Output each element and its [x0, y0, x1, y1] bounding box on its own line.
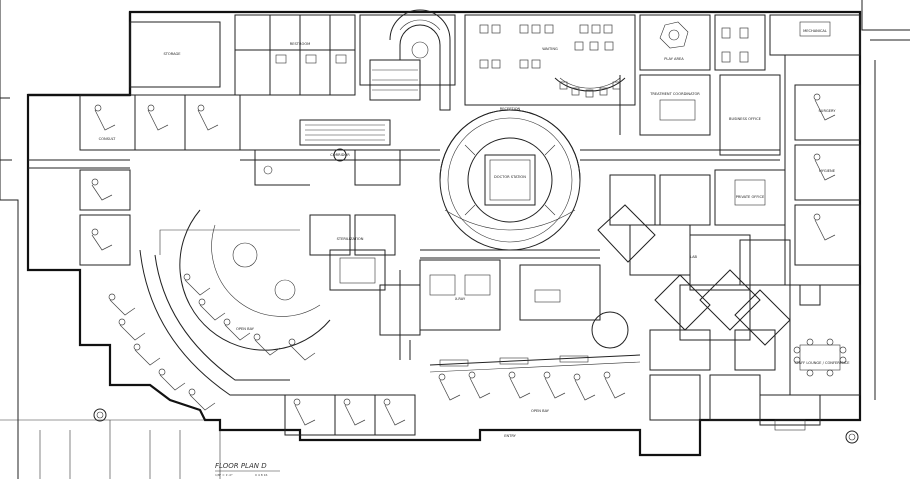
reception-desk-upper [389, 9, 451, 111]
label-staff-lounge: STAFF LOUNGE / CONFERENCE [794, 361, 850, 365]
interior-partitions [240, 55, 786, 285]
drawing-scale-bar: 0 4 8 16 [255, 473, 267, 477]
label-doctor-station: DOCTOR STATION [494, 175, 526, 179]
fixtures [93, 148, 859, 444]
label-mechanical: MECHANICAL [803, 29, 827, 33]
consult-rooms-left [28, 94, 241, 266]
center-service-rooms [309, 214, 629, 360]
open-bay-left [108, 209, 331, 411]
title-block: FLOOR PLAN D 1/8" = 1'-0" 0 4 8 16 [215, 462, 280, 477]
label-hygiene: HYGIENE [819, 169, 836, 173]
upper-left-rooms [129, 14, 456, 101]
label-restroom: RESTROOM [290, 42, 311, 46]
label-open-bay-left: OPEN BAY [236, 327, 255, 331]
label-sterilization: STERILIZATION [337, 237, 364, 241]
play-area [639, 14, 861, 71]
label-entry: ENTRY [504, 434, 516, 438]
label-reception: RECEPTION [500, 107, 521, 111]
angled-offices [597, 204, 791, 346]
label-private-office: PRIVATE OFFICE [736, 195, 765, 199]
label-open-bay: OPEN BAY [531, 409, 550, 413]
label-play-area: PLAY AREA [664, 57, 684, 61]
label-consult: CONSULT [99, 137, 116, 141]
label-storage: STORAGE [163, 52, 181, 56]
bottom-rooms [284, 394, 416, 436]
open-bay-lower [429, 354, 641, 401]
label-tc-room: TREATMENT COORDINATOR [649, 92, 700, 96]
label-waiting: WAITING [542, 47, 558, 51]
central-doctor-station [439, 109, 581, 251]
drawing-title: FLOOR PLAN D [215, 462, 267, 470]
drawing-scale: 1/8" = 1'-0" [215, 473, 233, 477]
right-rooms [609, 74, 861, 431]
label-corridor: CORRIDOR [330, 153, 350, 157]
label-business-office: BUSINESS OFFICE [729, 117, 762, 121]
label-surgery: SURGERY [819, 109, 837, 113]
label-xray: X-RAY [455, 297, 466, 301]
room-labels: STAFF LOUNGE / CONFERENCE RECEPTION LAB … [99, 29, 851, 438]
label-lab: LAB [690, 255, 698, 259]
waiting-area [464, 14, 636, 106]
